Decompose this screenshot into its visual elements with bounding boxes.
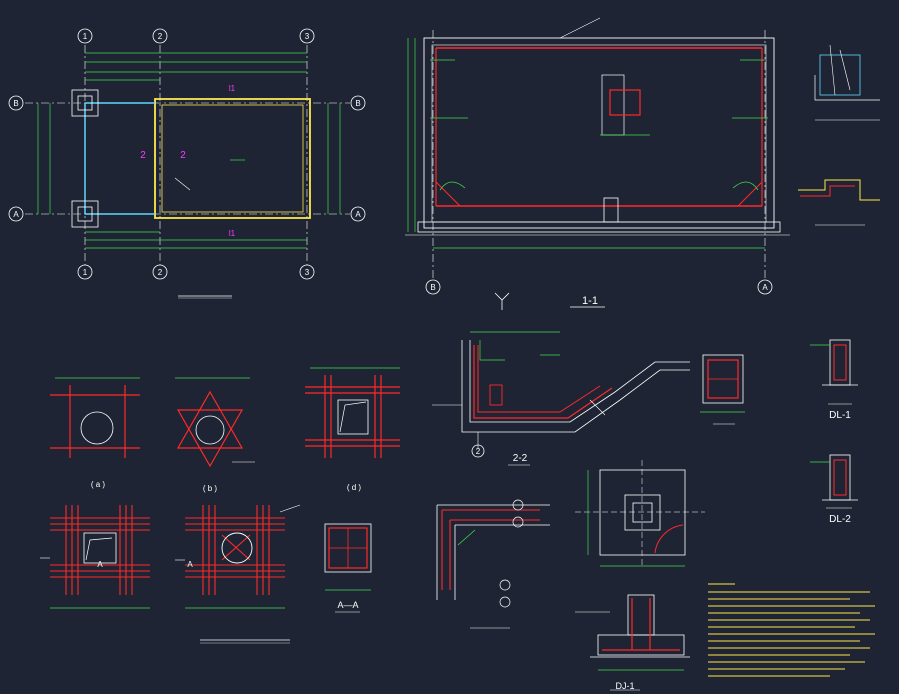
foundation-plan-labels: 1 2 3 1 2 3 B A B A l1 l1 2 2: [13, 32, 361, 277]
axis-label-3-top: 3: [305, 32, 310, 41]
section-aa-title: A—A: [337, 600, 358, 610]
opening-a: [50, 377, 140, 458]
section-aa: [324, 523, 372, 613]
footing-plan: [575, 460, 705, 567]
section-1-1-title: 1-1: [582, 295, 598, 307]
dj1-title: DJ-1: [615, 681, 634, 691]
axis-label-1-top: 1: [83, 32, 88, 41]
axis-label-A-left: A: [13, 210, 19, 219]
axis-bubble-3-top: [299, 28, 315, 44]
axis-bubble-2-bottom: [152, 264, 168, 280]
plan-tag-mid: 2: [180, 150, 186, 161]
opening-rebar-a: [40, 505, 150, 609]
opening-d: [305, 367, 400, 458]
axis-label-3-bottom: 3: [305, 268, 310, 277]
opening-rebar-e-mark: A: [187, 560, 193, 569]
detail-top-right: [798, 44, 880, 226]
opening-a-label: ( a ): [91, 480, 106, 489]
dl1-title: DL-1: [829, 410, 851, 421]
corner-rebar-detail: [436, 499, 550, 629]
section-1-1-axis-right: A: [762, 283, 768, 292]
axis-label-A-right: A: [355, 210, 361, 219]
axis-label-1-bottom: 1: [83, 268, 88, 277]
axis-bubble-1-bottom: [77, 264, 93, 280]
section-2-2-labels: 2 2-2: [476, 447, 528, 464]
axis-label-B-left: B: [13, 99, 18, 108]
opening-rebar-a-mark: A: [97, 560, 103, 569]
column-section: [700, 354, 745, 425]
opening-d-label: ( d ): [347, 483, 362, 492]
plan-tag-top: l1: [229, 84, 236, 93]
opening-b: [175, 377, 255, 468]
section-1-1: [405, 17, 790, 310]
axis-label-2-top: 2: [158, 32, 163, 41]
axis-bubble-2-top: [152, 28, 168, 44]
dl1-detail: [810, 339, 858, 405]
section-2-2: [432, 331, 690, 466]
axis-bubble-B-left: [8, 95, 24, 111]
dl2-title: DL-2: [829, 514, 851, 525]
plan-tag-left: 2: [140, 150, 146, 161]
axis-bubble-3-bottom: [299, 264, 315, 280]
axis-label-2-bottom: 2: [158, 268, 163, 277]
foundation-plan: [8, 28, 366, 299]
axis-bubble-A-right: [350, 206, 366, 222]
axis-label-B-right: B: [355, 99, 360, 108]
opening-rebar-e: [175, 504, 301, 644]
opening-b-label: ( b ): [203, 484, 218, 493]
footing-section: [575, 594, 690, 691]
section-1-1-labels: B A 1-1: [430, 283, 768, 307]
general-notes: [708, 583, 875, 677]
section-1-1-axis-left: B: [430, 283, 435, 292]
axis-bubble-B-right: [350, 95, 366, 111]
section-2-2-axis: 2: [476, 447, 481, 456]
plan-tag-bottom: l1: [229, 229, 236, 238]
axis-bubble-A-left: [8, 206, 24, 222]
dl2-detail: [810, 454, 858, 509]
section-2-2-title: 2-2: [513, 453, 528, 464]
axis-bubble-1-top: [77, 28, 93, 44]
